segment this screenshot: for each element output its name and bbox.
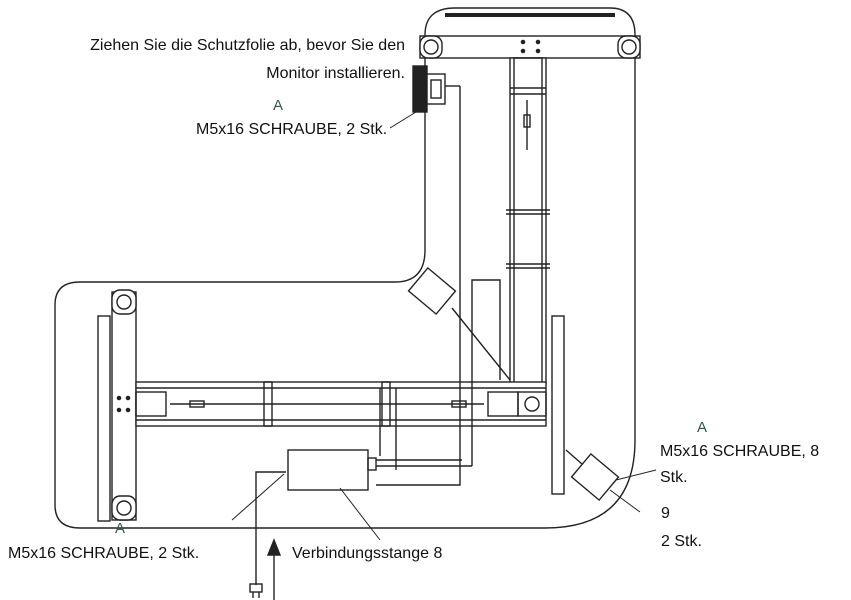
motor-box-center — [407, 266, 511, 381]
part-a-bottom-label: A — [115, 520, 126, 537]
screw-bottom-label: M5x16 SCHRAUBE, 2 Stk. — [8, 545, 200, 562]
cable-routing — [376, 86, 501, 486]
screw-right-label-line1: M5x16 SCHRAUBE, 8 — [660, 443, 820, 460]
connector-rod-label: Verbindungsstange 8 — [292, 545, 443, 562]
vertical-leg-column — [506, 57, 550, 384]
part-a-top-label: A — [273, 97, 284, 114]
peel-film-label-line1: Ziehen Sie die Schutzfolie ab, bevor Sie… — [90, 37, 405, 54]
leader-lines — [231, 111, 657, 541]
part-9-label: 9 — [661, 505, 670, 522]
top-crossbar — [419, 35, 641, 59]
part-a-right-label: A — [697, 419, 708, 436]
screw-top-label: M5x16 SCHRAUBE, 2 Stk. — [196, 121, 388, 138]
left-leg — [97, 289, 137, 522]
power-cable — [249, 471, 286, 598]
part-9-quantity-label: 2 Stk. — [661, 533, 702, 550]
horizontal-beam — [135, 381, 547, 427]
right-leg — [551, 315, 565, 495]
desktop-outline — [54, 7, 636, 529]
control-box — [287, 449, 472, 491]
motor-box-right — [565, 449, 620, 502]
peel-film-label-line2: Monitor installieren. — [266, 65, 405, 82]
screw-right-label-line2: Stk. — [660, 469, 688, 486]
monitor-bracket — [412, 65, 460, 113]
up-arrow — [266, 538, 282, 600]
